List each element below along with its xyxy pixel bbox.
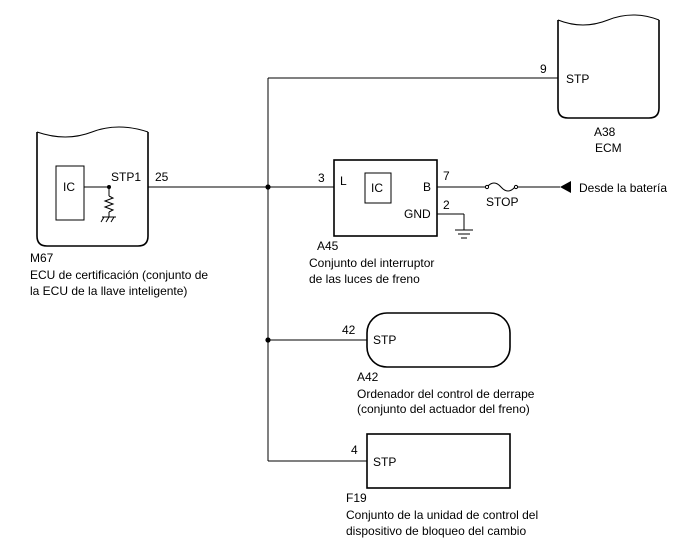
a38-code: A38 bbox=[594, 125, 616, 139]
f19-component bbox=[366, 433, 511, 489]
a38-pin-label: STP bbox=[566, 72, 589, 86]
a45-pin-l-label: L bbox=[340, 174, 347, 188]
battery-arrow-icon bbox=[560, 181, 571, 193]
m67-desc-line-2: la ECU de la llave inteligente) bbox=[30, 284, 187, 298]
m67-desc-line-1: ECU de certificación (conjunto de bbox=[30, 268, 208, 282]
m67-code: M67 bbox=[30, 251, 54, 265]
junction-dot-bottom bbox=[265, 337, 271, 343]
a45-pin-l-number: 3 bbox=[318, 171, 325, 185]
f19-desc-line-1: Conjunto de la unidad de control del bbox=[346, 508, 538, 522]
a45-pin-b-label: B bbox=[423, 180, 431, 194]
f19-pin-number: 4 bbox=[351, 443, 358, 457]
m67-pin-label: STP1 bbox=[111, 170, 141, 184]
a42-desc-line-2: (conjunto del actuador del freno) bbox=[357, 402, 530, 416]
a42-pin-label: STP bbox=[373, 333, 396, 347]
fuse-icon bbox=[484, 182, 519, 192]
resistor-icon bbox=[103, 195, 115, 213]
f19-pin-label: STP bbox=[373, 455, 396, 469]
chassis-ground-icon bbox=[100, 216, 116, 223]
a45-desc-line-1: Conjunto del interruptor bbox=[309, 256, 434, 270]
a38-pin-number: 9 bbox=[540, 62, 547, 76]
m67-ic-label: IC bbox=[63, 180, 75, 194]
m67-ic-block bbox=[55, 165, 85, 221]
a42-pin-number: 42 bbox=[342, 323, 356, 337]
a42-code: A42 bbox=[357, 370, 379, 384]
m67-pin-number: 25 bbox=[155, 170, 169, 184]
a45-code: A45 bbox=[317, 239, 339, 253]
m67-component: IC bbox=[36, 126, 149, 247]
ground-icon bbox=[455, 229, 473, 239]
a45-pin-gnd-number: 2 bbox=[443, 198, 450, 212]
a45-ic-label: IC bbox=[371, 181, 383, 195]
a45-pin-b-number: 7 bbox=[443, 169, 450, 183]
a38-name: ECM bbox=[595, 141, 622, 155]
a45-pin-gnd-label: GND bbox=[404, 207, 431, 221]
battery-label: Desde la batería bbox=[579, 181, 667, 195]
a42-desc-line-1: Ordenador del control de derrape bbox=[357, 387, 535, 401]
fuse-label: STOP bbox=[486, 195, 518, 209]
f19-desc-line-2: dispositivo de bloqueo del cambio bbox=[346, 524, 526, 538]
a45-ic-block bbox=[364, 172, 392, 204]
a42-component bbox=[366, 312, 511, 368]
f19-code: F19 bbox=[346, 491, 367, 505]
a38-component bbox=[557, 14, 660, 119]
junction-dot-top bbox=[265, 184, 271, 190]
a45-desc-line-2: de las luces de freno bbox=[309, 272, 420, 286]
